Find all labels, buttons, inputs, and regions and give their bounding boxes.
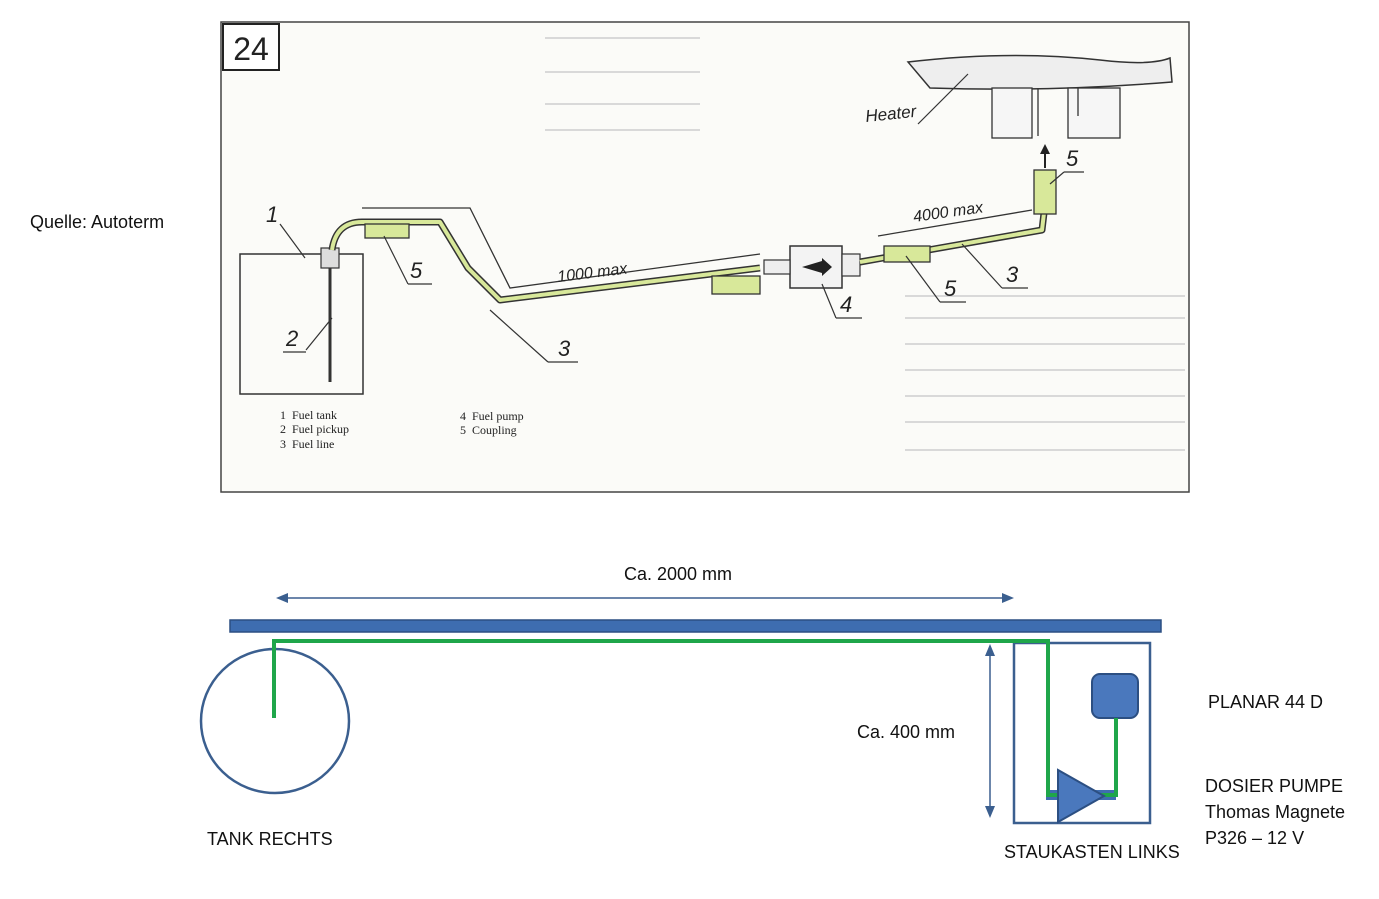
- callout-5a: 5: [410, 258, 423, 283]
- tank-label: TANK RECHTS: [207, 829, 333, 849]
- scanned-figure: 24 Heater: [220, 21, 1190, 493]
- callout-4: 4: [840, 292, 852, 317]
- width-dimension-label: Ca. 2000 mm: [624, 564, 732, 584]
- staukasten-label: STAUKASTEN LINKS: [1004, 842, 1180, 862]
- bleed-through-lines: [545, 37, 1185, 451]
- figure-legend: 1 Fuel tank 2 Fuel pickup 3 Fuel line 4 …: [280, 408, 524, 451]
- heater-unit-label: PLANAR 44 D: [1208, 692, 1323, 712]
- legend-item-3: 3 Fuel line: [280, 437, 334, 451]
- pump-direction-arrow: [802, 258, 832, 276]
- pump-label-2: Thomas Magnete: [1205, 802, 1345, 822]
- legend-item-2: 2 Fuel pickup: [280, 422, 349, 436]
- pump-label-3: P326 – 12 V: [1205, 828, 1304, 848]
- legend-item-4: 4 Fuel pump: [460, 409, 524, 423]
- frame-rail: [229, 619, 1162, 633]
- heater-unit: [1091, 673, 1139, 719]
- coupling-c: [883, 245, 931, 263]
- source-label: Quelle: Autoterm: [30, 212, 164, 232]
- coupling-a: [364, 223, 410, 239]
- callout-5b: 5: [944, 276, 957, 301]
- figure-number: 24: [233, 31, 269, 67]
- legend-item-5: 5 Coupling: [460, 423, 517, 437]
- callout-3a: 3: [558, 336, 571, 361]
- figure-number-box: [222, 23, 280, 71]
- schematic: Ca. 2000 mm TANK RECHTS Ca. 400 mm STAUK…: [199, 564, 1345, 862]
- fuel-line-green: [272, 639, 1118, 797]
- callout-5c: 5: [1066, 146, 1079, 171]
- coupling-b: [711, 275, 761, 295]
- callout-2: 2: [285, 326, 298, 351]
- height-dimension-label: Ca. 400 mm: [857, 722, 955, 742]
- callout-1: 1: [266, 202, 278, 227]
- legend-item-1: 1 Fuel tank: [280, 408, 337, 422]
- callouts: 1 2 3 3 4 5 5 5: [266, 146, 1084, 363]
- pump-label-1: DOSIER PUMPE: [1205, 776, 1343, 796]
- callout-3b: 3: [1006, 262, 1019, 287]
- staukasten-box: [1012, 641, 1152, 825]
- heater-leader: [917, 73, 969, 125]
- dosing-pump: [1057, 768, 1107, 824]
- coupling-d: [1033, 169, 1057, 215]
